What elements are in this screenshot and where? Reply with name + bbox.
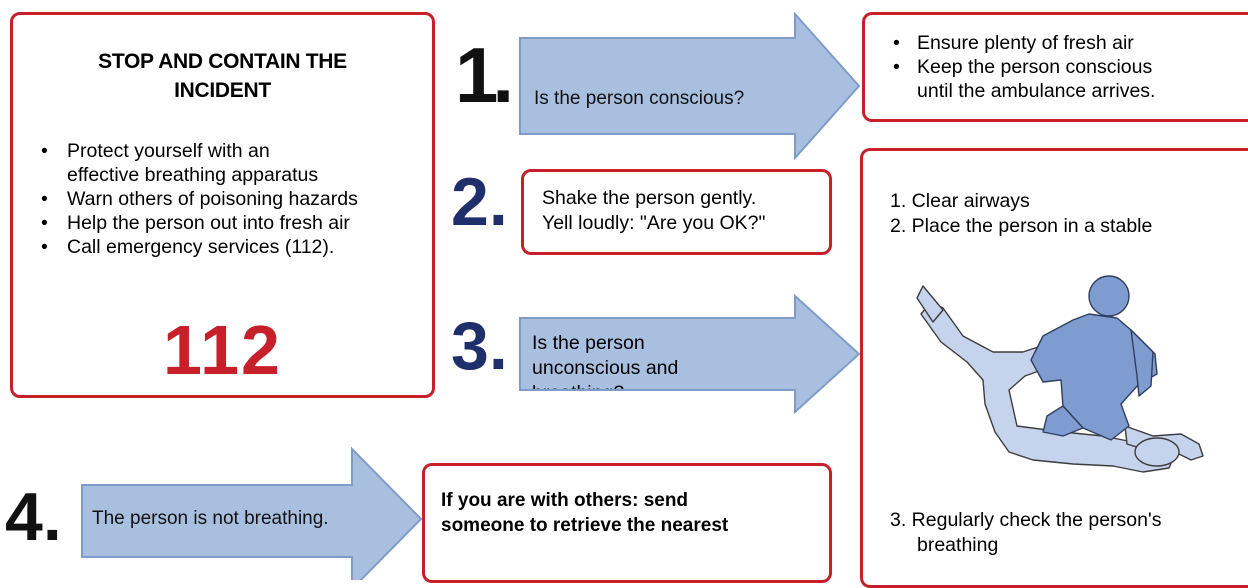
step-4-statement: The person is not breathing. [92, 508, 329, 529]
conscious-action: •Keep the person conscious [893, 56, 1153, 78]
not-breathing-line1: If you are with others: send [441, 490, 689, 511]
incident-bullet: •Protect yourself with an [41, 140, 270, 162]
recovery-step-2: 2. Place the person in a stable [890, 215, 1153, 237]
step-3-line3: breathing? [532, 381, 792, 389]
incident-title-line1: STOP AND CONTAIN THE [98, 50, 347, 73]
incident-bullet-continuation: effective breathing apparatus [67, 164, 319, 186]
step-1-question: Is the person conscious? [534, 88, 745, 109]
step-2-box: Shake the person gently. Yell loudly: "A… [521, 169, 832, 255]
incident-bullet: •Help the person out into fresh air [41, 212, 350, 234]
recovery-step-3-continuation: breathing [917, 534, 999, 556]
incident-bullet: •Call emergency services (112). [41, 236, 335, 258]
step-1-number: 1. [455, 31, 514, 119]
incident-bullets: •Protect yourself with an effective brea… [39, 139, 358, 259]
step-3-line1: Is the person [532, 332, 645, 354]
step-3-line2: unconscious and [532, 357, 679, 379]
not-breathing-action-box: If you are with others: send someone to … [422, 463, 832, 583]
step-4-arrow [81, 446, 423, 580]
step-3-arrow [519, 294, 861, 415]
conscious-actions-box: •Ensure plenty of fresh air •Keep the pe… [862, 12, 1248, 122]
recovery-step-1: 1. Clear airways [890, 190, 1030, 212]
recovery-position-illustration [916, 275, 1204, 473]
incident-title-line2: INCIDENT [174, 79, 271, 102]
step-3-question: Is the person unconscious and breathing? [532, 331, 792, 389]
recovery-step-3: 3. Regularly check the person's [890, 509, 1162, 531]
step-2-line2: Yell loudly: "Are you OK?" [542, 212, 766, 234]
incident-title: STOP AND CONTAIN THE INCIDENT [13, 47, 432, 105]
step-3-number: 3. [451, 308, 508, 384]
incident-bullet: •Warn others of poisoning hazards [41, 188, 358, 210]
conscious-action-continuation: until the ambulance arrives. [917, 80, 1156, 102]
step-4-number: 4. [5, 479, 62, 555]
step-2-number: 2. [451, 164, 508, 240]
step-1-arrow [519, 12, 861, 160]
step-2-line1: Shake the person gently. [542, 187, 757, 209]
emergency-number: 112 [163, 311, 282, 389]
incident-box: STOP AND CONTAIN THE INCIDENT •Protect y… [10, 12, 435, 398]
conscious-action: •Ensure plenty of fresh air [893, 32, 1134, 54]
recovery-box: 1. Clear airways 2. Place the person in … [860, 148, 1248, 588]
not-breathing-line2: someone to retrieve the nearest [441, 515, 729, 536]
